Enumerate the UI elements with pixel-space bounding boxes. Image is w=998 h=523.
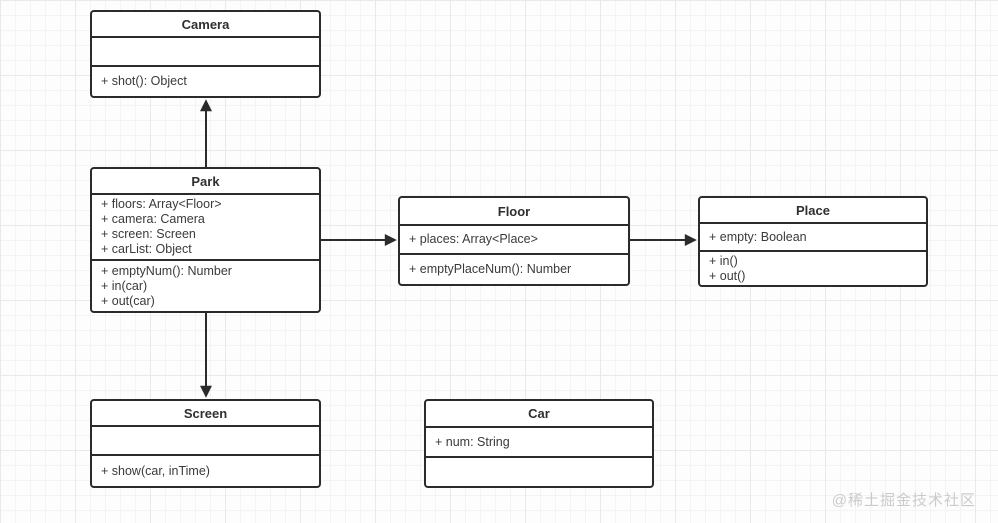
class-floor-attributes: + places: Array<Place> bbox=[400, 226, 628, 255]
class-method: + emptyNum(): Number bbox=[101, 263, 232, 278]
class-place: Place + empty: Boolean + in() + out() bbox=[698, 196, 928, 287]
class-method: + in() bbox=[709, 253, 738, 268]
class-attribute: + places: Array<Place> bbox=[409, 232, 538, 246]
class-car-methods bbox=[426, 458, 652, 486]
class-car-attributes: + num: String bbox=[426, 428, 652, 458]
class-screen-methods: + show(car, inTime) bbox=[92, 456, 319, 486]
class-screen: Screen + show(car, inTime) bbox=[90, 399, 321, 488]
class-method: + shot(): Object bbox=[101, 74, 187, 88]
class-attribute: + empty: Boolean bbox=[709, 229, 807, 244]
class-car: Car + num: String bbox=[424, 399, 654, 488]
class-park-attributes: + floors: Array<Floor> + camera: Camera … bbox=[92, 195, 319, 261]
class-attribute: + screen: Screen bbox=[101, 227, 196, 241]
class-park-methods: + emptyNum(): Number + in(car) + out(car… bbox=[92, 261, 319, 311]
class-place-title: Place bbox=[700, 198, 926, 224]
class-method: + out(car) bbox=[101, 293, 155, 308]
class-attribute: + carList: Object bbox=[101, 242, 192, 256]
class-screen-attributes bbox=[92, 427, 319, 456]
class-method: + show(car, inTime) bbox=[101, 463, 210, 478]
class-camera: Camera + shot(): Object bbox=[90, 10, 321, 98]
class-attribute: + num: String bbox=[435, 434, 510, 449]
class-place-methods: + in() + out() bbox=[700, 252, 926, 285]
class-park: Park + floors: Array<Floor> + camera: Ca… bbox=[90, 167, 321, 313]
class-floor-title: Floor bbox=[400, 198, 628, 226]
class-method: + in(car) bbox=[101, 278, 148, 293]
class-attribute: + floors: Array<Floor> bbox=[101, 197, 222, 211]
class-floor: Floor + places: Array<Place> + emptyPlac… bbox=[398, 196, 630, 286]
class-floor-methods: + emptyPlaceNum(): Number bbox=[400, 255, 628, 284]
watermark-text: @稀土掘金技术社区 bbox=[831, 492, 976, 509]
class-camera-attributes bbox=[92, 38, 319, 67]
class-place-attributes: + empty: Boolean bbox=[700, 224, 926, 252]
class-method: + out() bbox=[709, 268, 746, 283]
class-camera-title: Camera bbox=[92, 12, 319, 38]
class-method: + emptyPlaceNum(): Number bbox=[409, 262, 572, 276]
class-screen-title: Screen bbox=[92, 401, 319, 427]
class-camera-methods: + shot(): Object bbox=[92, 67, 319, 96]
class-car-title: Car bbox=[426, 401, 652, 428]
class-attribute: + camera: Camera bbox=[101, 212, 205, 226]
class-park-title: Park bbox=[92, 169, 319, 195]
